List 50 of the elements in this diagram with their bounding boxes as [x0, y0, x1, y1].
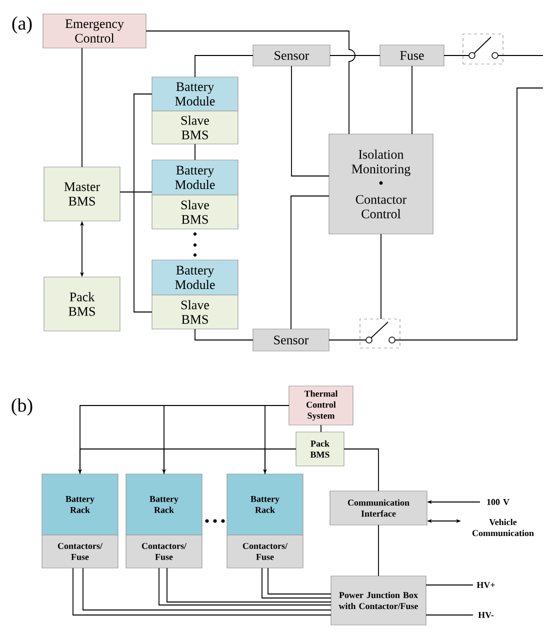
slave-bms-box: Slave BMS [152, 110, 238, 144]
connector-line [290, 196, 330, 330]
switch-symbol [462, 34, 504, 64]
connector-line [380, 234, 382, 320]
connector-line [320, 424, 322, 432]
connector-line [291, 66, 330, 176]
connector-line [264, 448, 296, 474]
sensor-box: Sensor [252, 44, 330, 66]
battery-module-box: Battery Module [152, 76, 238, 112]
slave-bms-box: Slave BMS [152, 294, 238, 330]
control-box: Emergency Control [42, 14, 146, 48]
contactor-box: Contactors/ Fuse [126, 534, 202, 568]
panel-label: (b) [12, 398, 32, 416]
connector-line [194, 55, 254, 78]
slave-bms-box: Slave BMS [152, 194, 238, 230]
connector-line [378, 524, 379, 576]
connector-line [268, 568, 332, 594]
connector-line [262, 568, 332, 598]
signal-label: HV+ [476, 582, 495, 588]
connector-line [344, 448, 379, 492]
bms-box: Pack BMS [296, 432, 344, 466]
contactor-box: Contactors/ Fuse [42, 534, 118, 568]
connector-line [444, 55, 464, 56]
sensor-box: Sensor [252, 328, 330, 352]
battery-rack-box: Battery Rack [126, 474, 202, 536]
battery-rack-box: Battery Rack [226, 474, 304, 536]
control-box: Thermal Control System [288, 386, 354, 426]
connector-line [400, 88, 544, 340]
battery-module-box: Battery Module [152, 260, 238, 296]
connector-line [120, 192, 152, 312]
bms-box: Pack BMS [44, 276, 120, 332]
connector-line [502, 55, 544, 56]
connector-line [194, 144, 196, 160]
contactor-box: Contactors/ Fuse [226, 534, 304, 568]
bms-box: Master BMS [44, 166, 120, 222]
junction-box: Power Junction Box with Contactor/Fuse [330, 576, 426, 626]
connector-line [426, 614, 474, 616]
connector-line [194, 328, 254, 340]
battery-module-box: Battery Module [152, 160, 238, 196]
connector-line [426, 584, 474, 586]
interface-box: Communication Interface [330, 490, 428, 526]
fuse-box: Fuse [380, 44, 444, 66]
battery-rack-box: Battery Rack [42, 474, 118, 536]
signal-label: Vehicle Communication [472, 518, 534, 536]
signal-label: HV- [478, 612, 494, 618]
control-box: Isolation Monitoring Contactor Control [328, 134, 434, 234]
switch-symbol [360, 318, 400, 348]
signal-label: 100 V [487, 498, 510, 506]
connector-line [146, 30, 356, 134]
connector-line [330, 55, 380, 56]
